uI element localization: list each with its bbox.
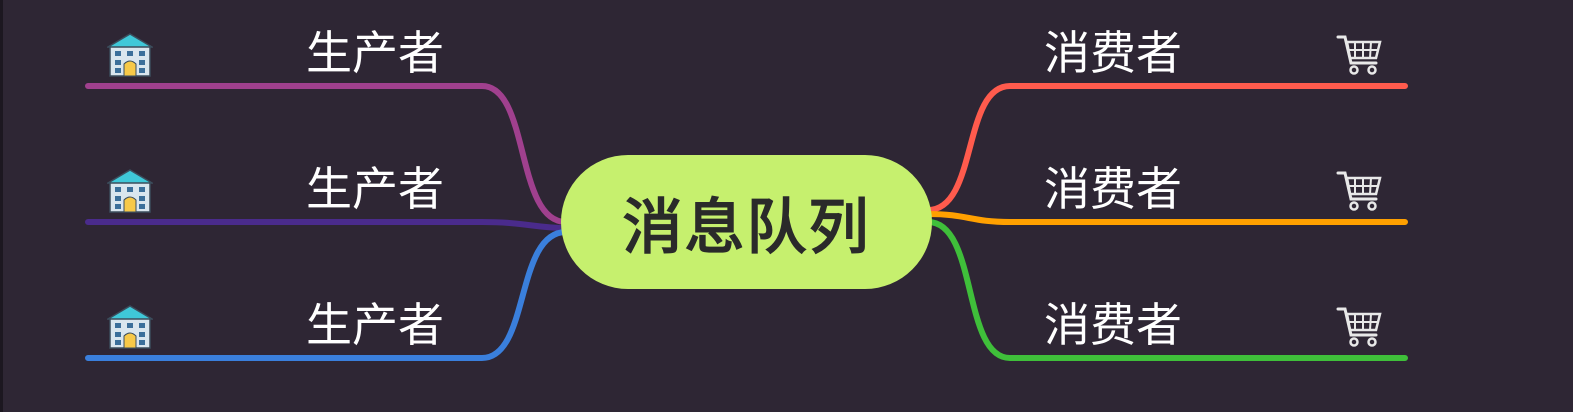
center-node-message-queue[interactable]: 消息队列 xyxy=(561,155,932,289)
consumer-branch-2 xyxy=(925,211,1408,225)
center-node-label: 消息队列 xyxy=(622,192,871,263)
producer-branch-3 xyxy=(85,229,569,361)
consumer-label-1[interactable]: 消费者 xyxy=(1044,26,1182,80)
producer-branch-1 xyxy=(85,83,569,225)
left-edge-strip xyxy=(0,0,3,412)
producer-label-2[interactable]: 生产者 xyxy=(306,162,444,216)
consumer-label-3[interactable]: 消费者 xyxy=(1044,298,1182,352)
building-icon xyxy=(107,169,153,213)
consumer-label-2[interactable]: 消费者 xyxy=(1044,162,1182,216)
shopping-cart-icon xyxy=(1336,171,1382,211)
producer-label-3[interactable]: 生产者 xyxy=(306,298,444,352)
consumer-branch-3 xyxy=(925,219,1408,361)
producer-branch-2 xyxy=(85,219,569,231)
consumer-branch-1 xyxy=(925,83,1408,213)
producer-label-1[interactable]: 生产者 xyxy=(306,26,444,80)
building-icon xyxy=(107,305,153,349)
shopping-cart-icon xyxy=(1336,35,1382,75)
shopping-cart-icon xyxy=(1336,307,1382,347)
building-icon xyxy=(107,33,153,77)
